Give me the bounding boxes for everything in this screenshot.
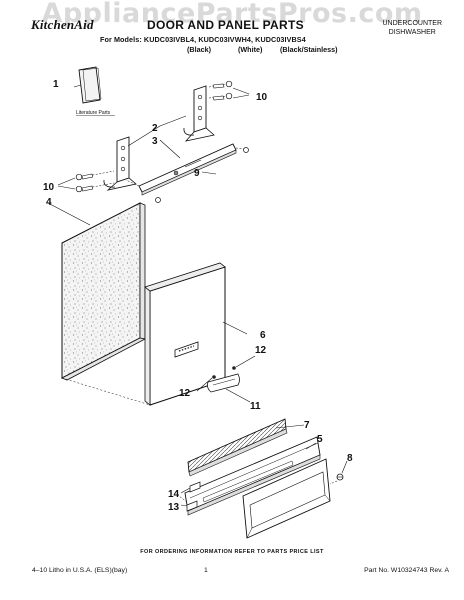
brand-logo: KitchenAid <box>31 17 94 32</box>
callout-10-right: 10 <box>256 92 268 103</box>
left-door-bracket <box>103 136 137 191</box>
callout-13: 13 <box>168 502 180 513</box>
top-trim-strip <box>125 143 249 203</box>
callout-4: 4 <box>46 197 52 208</box>
callout-5: 5 <box>317 434 323 445</box>
left-screws <box>57 170 115 193</box>
color-black: (Black) <box>187 45 211 54</box>
toe-panel <box>178 436 321 516</box>
page-title: DOOR AND PANEL PARTS <box>147 18 304 32</box>
product-type-line1: UNDERCOUNTER <box>382 20 443 27</box>
color-blackstainless: (Black/Stainless) <box>280 45 338 54</box>
page-number: 1 <box>204 567 208 574</box>
kick-plate-screw <box>329 460 348 485</box>
callout-12-right: 12 <box>255 345 267 356</box>
panel-clips <box>180 481 201 512</box>
callout-12-left: 12 <box>179 388 191 399</box>
product-type: UNDERCOUNTER DISHWASHER <box>383 19 443 37</box>
callout-1: 1 <box>53 79 59 90</box>
callout-3: 3 <box>152 136 158 147</box>
callout-2: 2 <box>152 123 158 134</box>
color-white: (White) <box>238 45 263 54</box>
callout-9: 9 <box>194 168 200 179</box>
litho-info: 4–10 Litho in U.S.A. (ELS)(bay) <box>32 567 128 574</box>
callout-6: 6 <box>260 330 266 341</box>
part-number: Part No. W10324743 Rev. A <box>364 567 449 574</box>
door-panel <box>47 202 147 381</box>
literature-parts: Literature Parts <box>73 66 115 116</box>
door-handle <box>196 355 256 403</box>
toe-panel-insert <box>187 418 305 477</box>
callout-7: 7 <box>304 420 310 431</box>
ordering-note: FOR ORDERING INFORMATION REFER TO PARTS … <box>140 549 324 555</box>
right-door-bracket <box>183 85 215 142</box>
models-line: For Models: KUDC03IVBL4, KUDC03IVWH4, KU… <box>100 35 306 44</box>
product-type-line2: DISHWASHER <box>388 29 436 36</box>
right-screws <box>208 80 250 101</box>
kick-plate <box>242 442 331 539</box>
callout-14: 14 <box>168 489 180 500</box>
literature-label: Literature Parts <box>76 110 111 116</box>
callout-8: 8 <box>347 453 353 464</box>
callout-11: 11 <box>250 401 261 412</box>
callout-10-left: 10 <box>43 182 55 193</box>
